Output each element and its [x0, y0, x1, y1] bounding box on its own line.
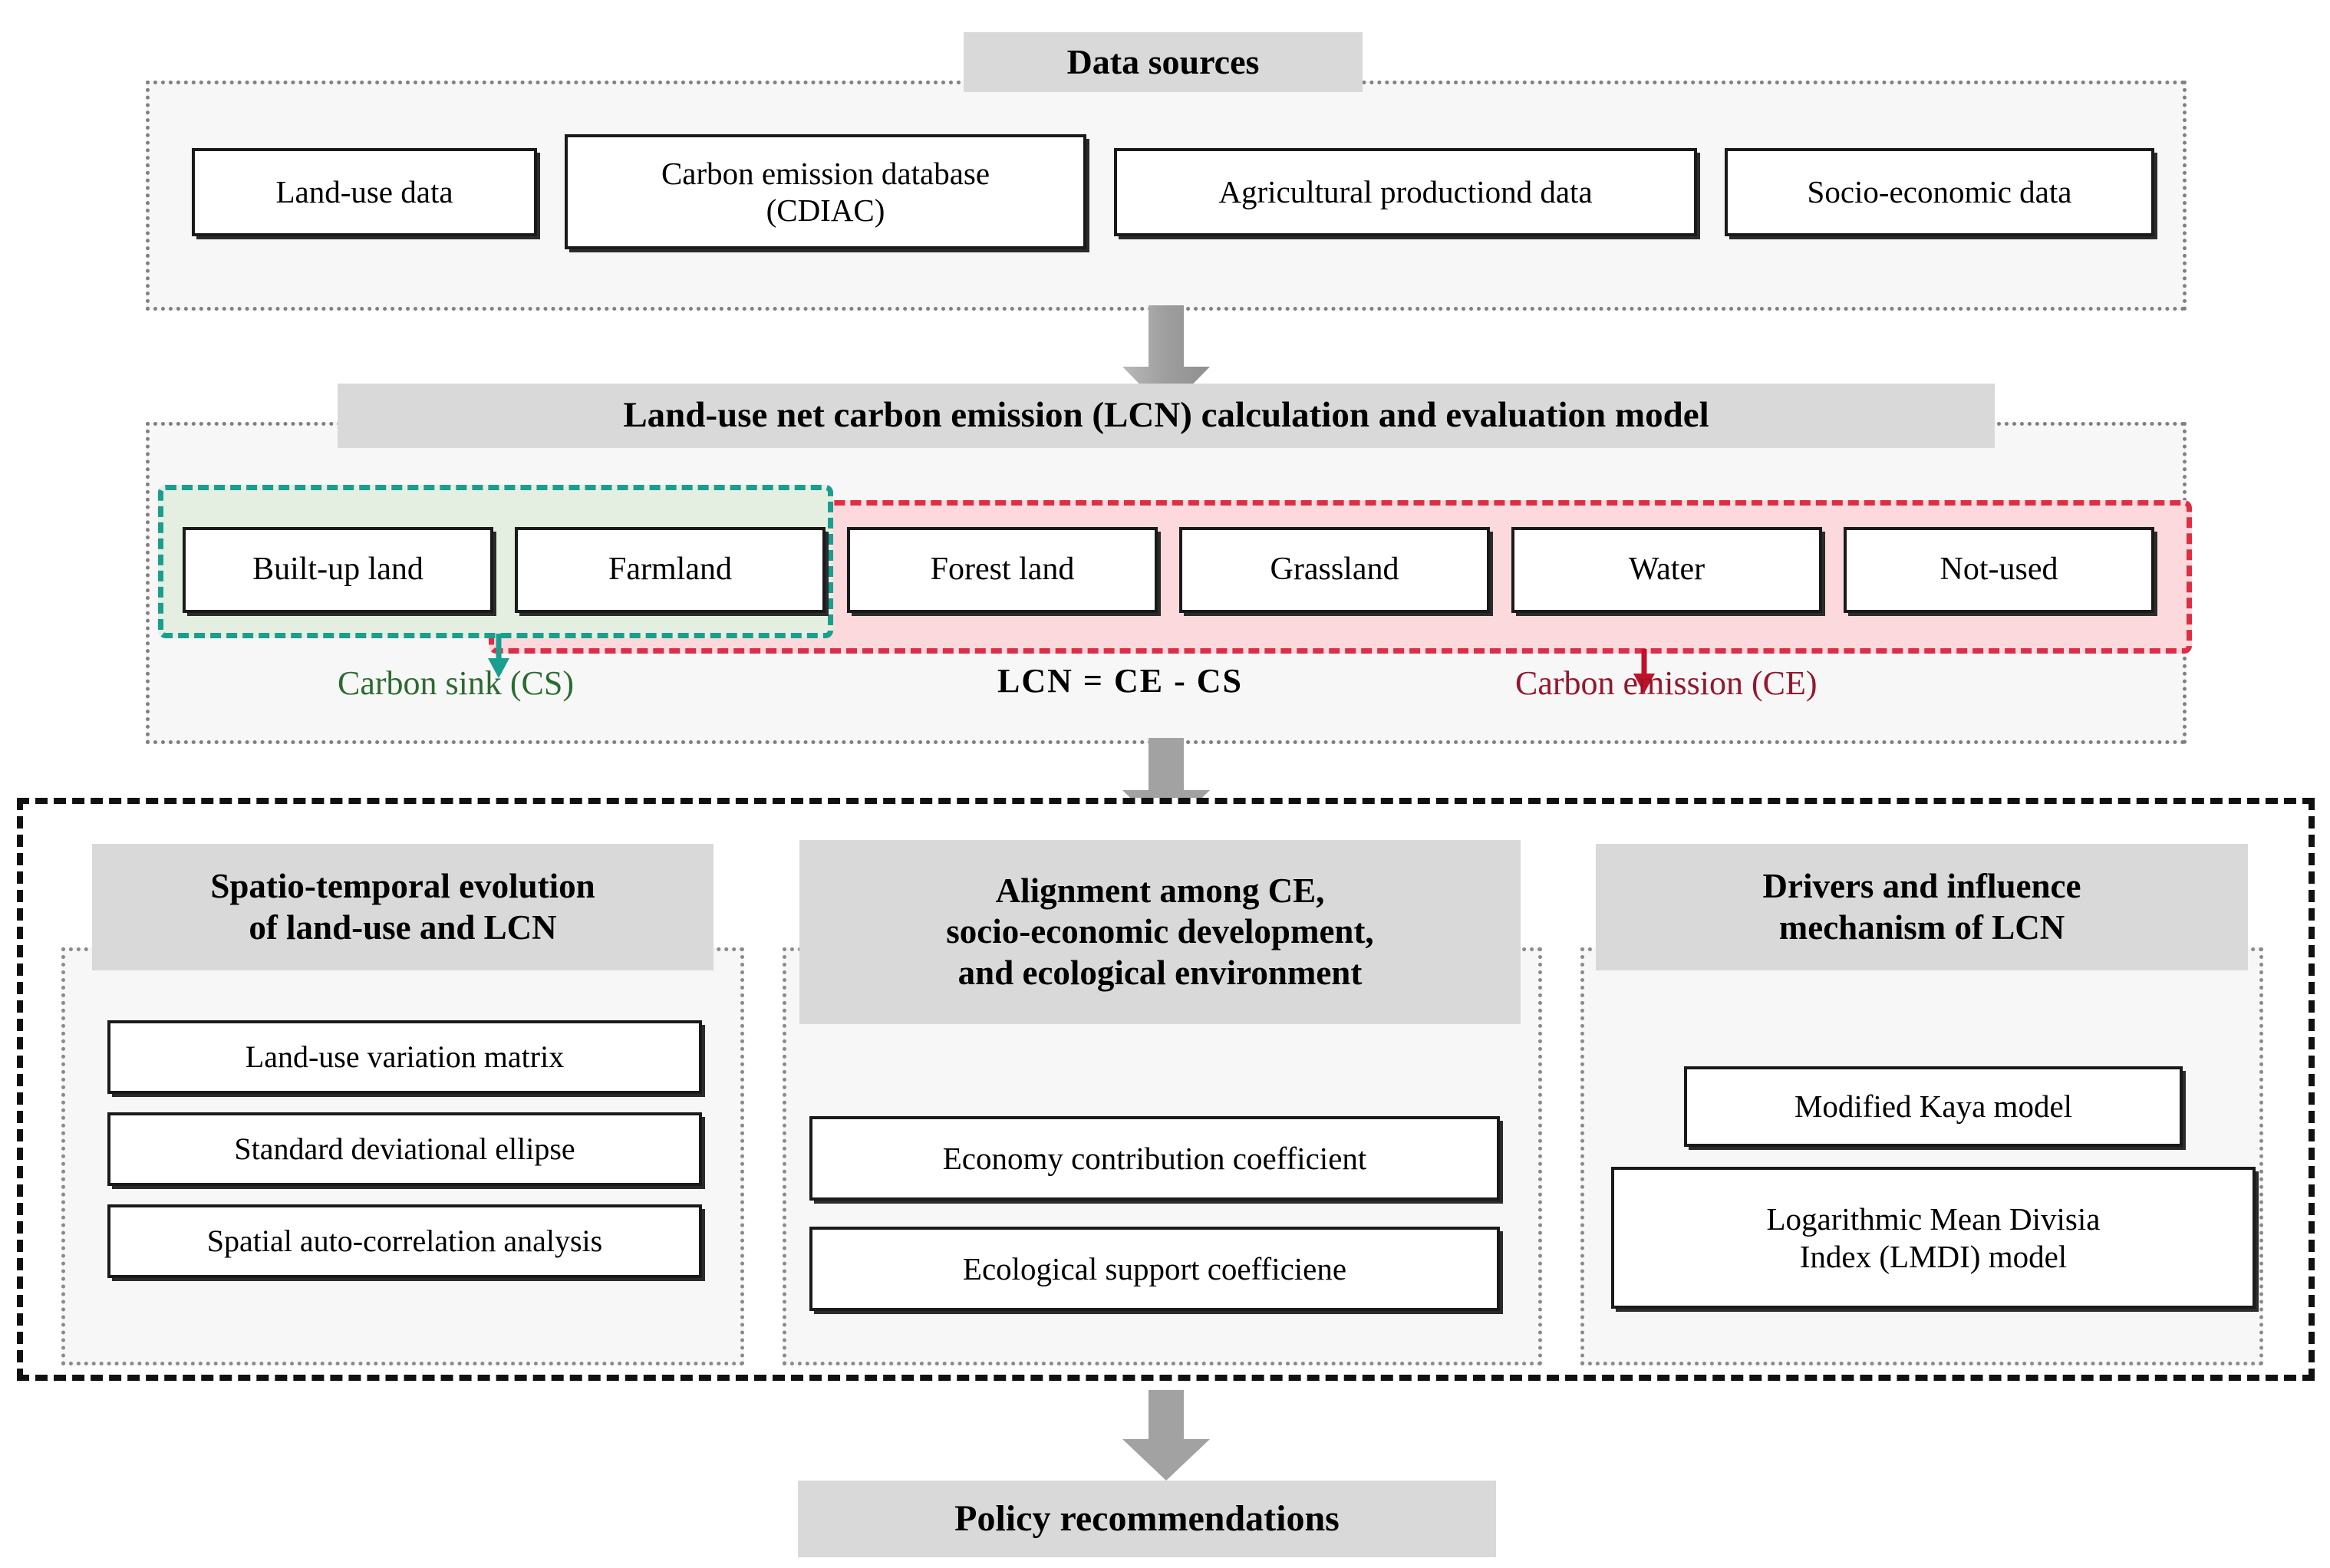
- legend-lcn-equation: LCN = CE - CS: [997, 662, 1243, 700]
- land-use-type-boxes: Built-up land Farmland Forest land Grass…: [183, 520, 2154, 620]
- data-source-box-agricultural: Agricultural productiond data: [1114, 147, 1697, 236]
- data-source-box-cdiac: Carbon emission database (CDIAC): [565, 134, 1086, 249]
- land-use-box-grassland: Grassland: [1179, 527, 1490, 613]
- land-use-box-farmland: Farmland: [515, 527, 826, 613]
- method-box-land-use-variation-matrix: Land-use variation matrix: [107, 1020, 702, 1094]
- analysis-column-items-3: Modified Kaya model Logarithmic Mean Div…: [1611, 1066, 2256, 1309]
- arrow-analysis-to-policy: [1116, 1390, 1216, 1482]
- data-sources-items: Land-use data Carbon emission database (…: [192, 134, 2156, 249]
- land-use-box-water: Water: [1511, 527, 1822, 613]
- method-box-economy-contribution-coefficient: Economy contribution coefficient: [809, 1116, 1500, 1201]
- data-source-box-socioeconomic: Socio-economic data: [1725, 147, 2154, 236]
- method-box-modified-kaya-model: Modified Kaya model: [1684, 1066, 2183, 1147]
- analysis-column-items-1: Land-use variation matrix Standard devia…: [107, 1020, 702, 1278]
- data-source-box-land-use: Land-use data: [192, 147, 537, 236]
- analysis-column-title-1: Spatio-temporal evolution of land-use an…: [92, 844, 714, 970]
- policy-recommendations-title: Policy recommendations: [798, 1481, 1496, 1557]
- data-sources-title: Data sources: [964, 32, 1363, 92]
- legend-carbon-emission: Carbon emission (CE): [1515, 664, 1818, 702]
- method-box-standard-deviational-ellipse: Standard deviational ellipse: [107, 1112, 702, 1186]
- analysis-column-items-2: Economy contribution coefficient Ecologi…: [809, 1116, 1500, 1311]
- method-box-spatial-autocorrelation: Spatial auto-correlation analysis: [107, 1204, 702, 1278]
- land-use-box-built-up: Built-up land: [183, 527, 493, 613]
- analysis-column-title-3: Drivers and influence mechanism of LCN: [1596, 844, 2248, 970]
- legend-carbon-sink: Carbon sink (CS): [338, 664, 574, 702]
- analysis-column-title-2: Alignment among CE, socio-economic devel…: [799, 840, 1521, 1024]
- carbon-emission-pointer-arrow: [1629, 649, 1659, 699]
- method-box-lmdi-model: Logarithmic Mean Divisia Index (LMDI) mo…: [1611, 1167, 2256, 1309]
- land-use-box-forest: Forest land: [847, 527, 1158, 613]
- lcn-model-title: Land-use net carbon emission (LCN) calcu…: [338, 384, 1995, 448]
- method-box-ecological-support-coefficient: Ecological support coefficiene: [809, 1227, 1500, 1311]
- carbon-sink-pointer-arrow: [483, 634, 514, 684]
- land-use-box-not-used: Not-used: [1844, 527, 2154, 613]
